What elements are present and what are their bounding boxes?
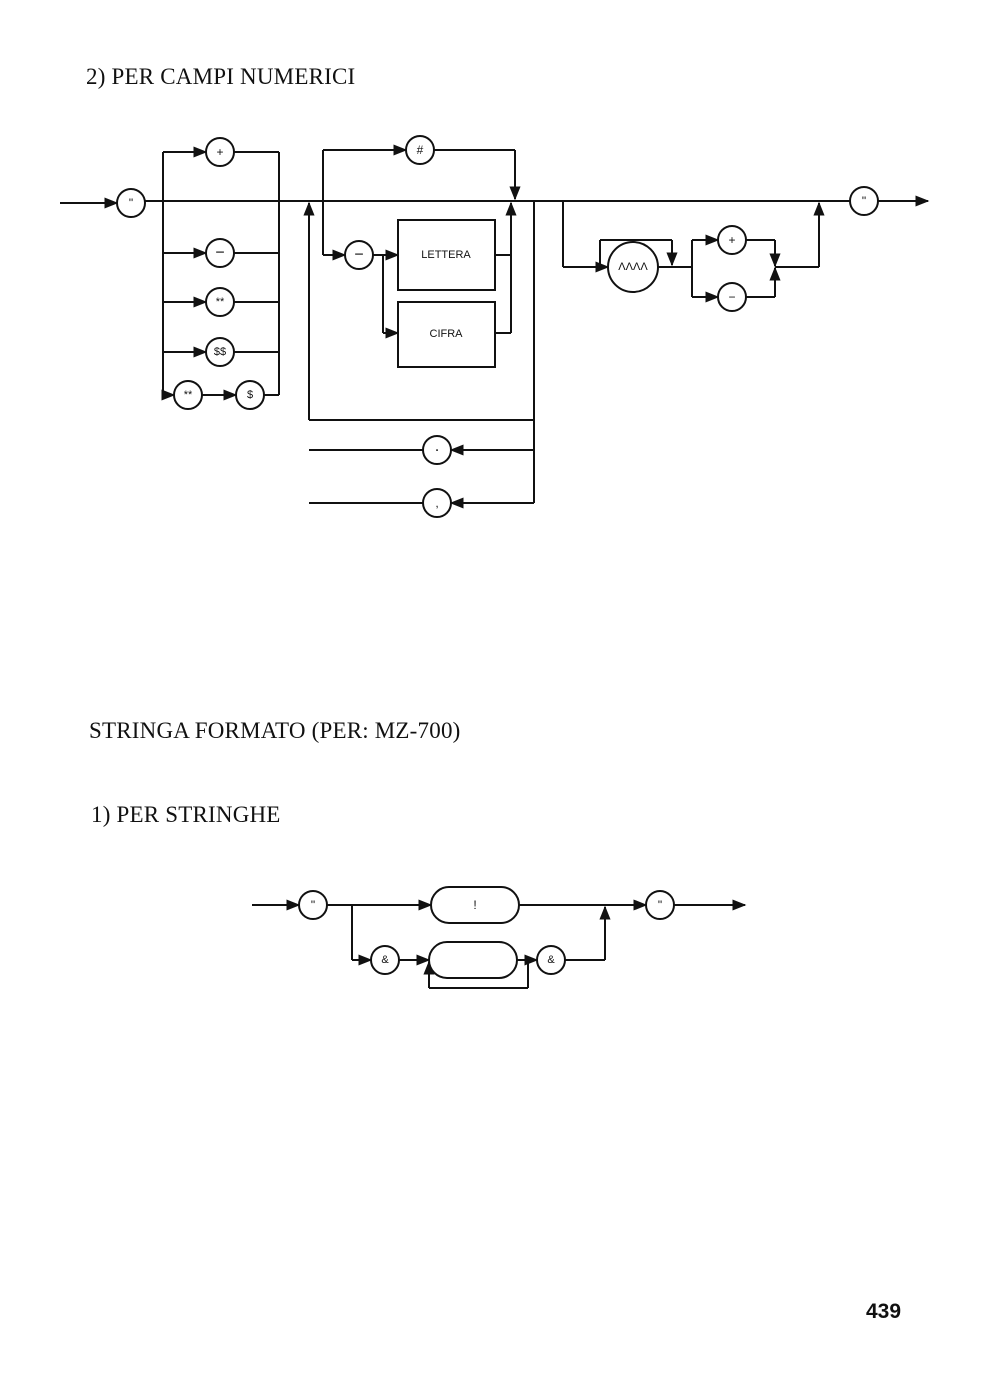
dash-terminal: − bbox=[344, 240, 374, 270]
page-number: 439 bbox=[866, 1300, 902, 1323]
svg-text:·: · bbox=[434, 442, 439, 459]
svg-text:&: & bbox=[547, 954, 555, 966]
period-terminal: · bbox=[422, 435, 452, 465]
section-heading-numeric-fields: 2) PER CAMPI NUMERICI bbox=[86, 64, 356, 89]
section-heading-format-string: STRINGA FORMATO (PER: MZ-700) bbox=[89, 718, 461, 743]
svg-text:": " bbox=[311, 898, 315, 912]
exponent-terminal: ΛΛΛΛ bbox=[607, 241, 659, 293]
exclamation-box: ! bbox=[430, 886, 520, 924]
double-star-terminal: ** bbox=[205, 287, 235, 317]
svg-text:**: ** bbox=[216, 296, 225, 308]
plus-terminal: + bbox=[205, 137, 235, 167]
section-heading-strings: 1) PER STRINGHE bbox=[91, 802, 281, 827]
sign-plus-terminal: + bbox=[717, 225, 747, 255]
svg-text:$$: $$ bbox=[214, 346, 226, 358]
svg-text:$: $ bbox=[247, 389, 253, 401]
open-quote-terminal: " bbox=[116, 188, 146, 218]
letter-box: LETTERA bbox=[397, 219, 496, 291]
amp-open-terminal: & bbox=[370, 945, 400, 975]
double-dollar-terminal: $$ bbox=[205, 337, 235, 367]
sign-minus-terminal: − bbox=[717, 282, 747, 312]
svg-text:−: − bbox=[354, 247, 363, 264]
svg-text:": " bbox=[862, 194, 866, 208]
svg-text:,: , bbox=[435, 496, 438, 510]
digit-group bbox=[303, 144, 535, 509]
prefix-group bbox=[161, 146, 280, 401]
svg-text:−: − bbox=[215, 245, 224, 262]
comma-terminal: , bbox=[422, 488, 452, 518]
close-quote-terminal: " bbox=[849, 186, 879, 216]
svg-text:&: & bbox=[381, 954, 389, 966]
svg-text:!: ! bbox=[473, 898, 476, 912]
svg-text:ΛΛΛΛ: ΛΛΛΛ bbox=[618, 261, 648, 273]
hash-terminal: # bbox=[405, 135, 435, 165]
star-star-pair-terminal: ** bbox=[173, 380, 203, 410]
numeric-field-diagram: " + − ** $$ ** $ # bbox=[60, 135, 930, 518]
svg-text:CIFRA: CIFRA bbox=[430, 328, 464, 340]
string-diagram: " ! & & " bbox=[252, 886, 747, 989]
svg-text:": " bbox=[129, 196, 133, 210]
svg-text:−: − bbox=[728, 290, 735, 304]
string-open-quote-terminal: " bbox=[298, 890, 328, 920]
string-close-quote-terminal: " bbox=[645, 890, 675, 920]
svg-text:**: ** bbox=[184, 389, 193, 401]
blank-box bbox=[428, 941, 518, 979]
svg-text:": " bbox=[658, 898, 662, 912]
svg-text:LETTERA: LETTERA bbox=[421, 249, 471, 261]
minus-terminal: − bbox=[205, 238, 235, 268]
svg-text:+: + bbox=[216, 145, 223, 159]
dollar-terminal: $ bbox=[235, 380, 265, 410]
exponent-group bbox=[562, 201, 825, 303]
svg-text:+: + bbox=[728, 233, 735, 247]
amp-close-terminal: & bbox=[536, 945, 566, 975]
digit-box: CIFRA bbox=[397, 301, 496, 368]
svg-text:#: # bbox=[417, 143, 424, 157]
